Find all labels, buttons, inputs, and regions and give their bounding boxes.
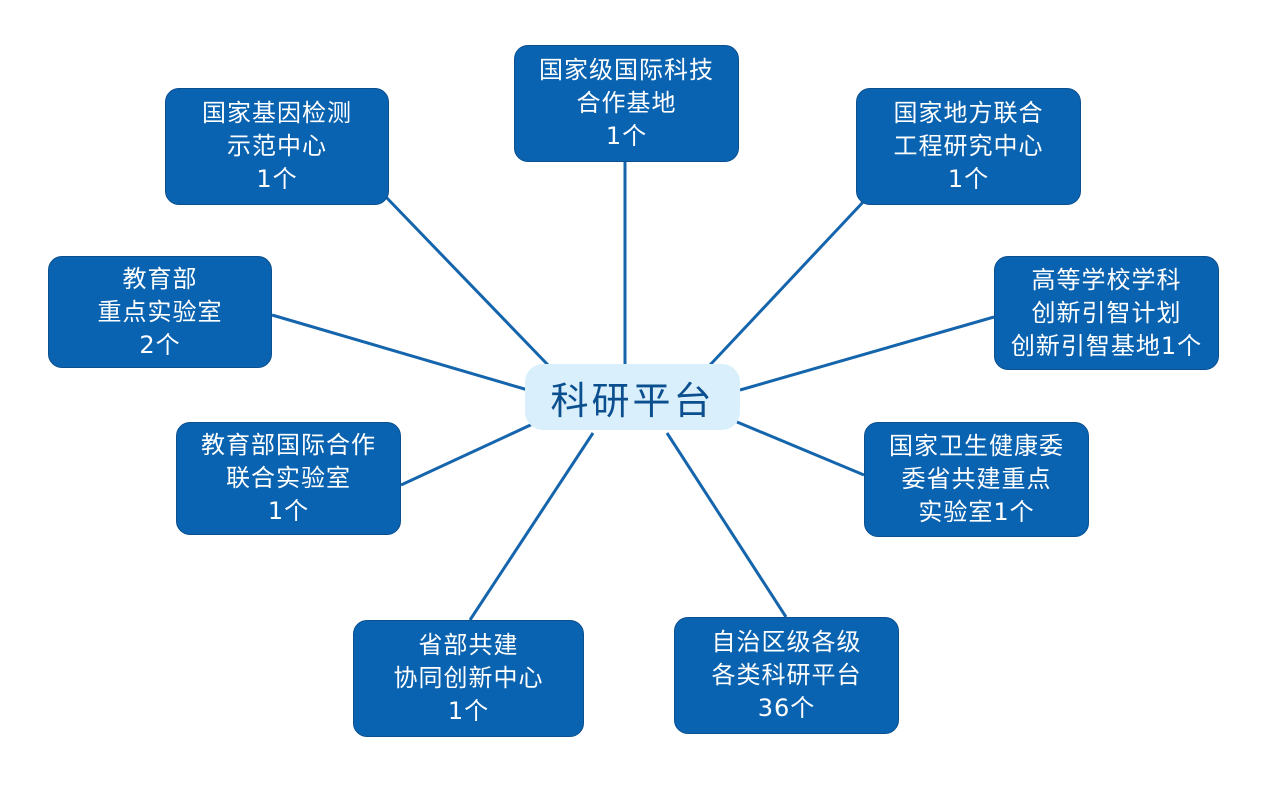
node-line: 省部共建	[418, 631, 519, 659]
center-node-label: 科研平台	[550, 378, 715, 423]
node-line: 重点实验室	[97, 297, 223, 326]
node-gene-testing-center: 国家基因检测 示范中心 1个	[165, 88, 389, 205]
node-line: 国家卫生健康委	[889, 432, 1064, 460]
node-line: 1个	[256, 165, 298, 193]
connector-top-right	[708, 198, 867, 367]
connector-bottom-left	[400, 420, 538, 487]
connector-bottom-center-right	[665, 432, 788, 618]
node-line: 1个	[447, 697, 490, 725]
node-line: 创新引智计划	[1031, 298, 1182, 327]
node-innovation-talent-base: 高等学校学科 创新引智计划 创新引智基地1个	[994, 256, 1219, 370]
node-line: 1个	[267, 497, 310, 525]
node-moe-international-joint-lab: 教育部国际合作 联合实验室 1个	[176, 422, 401, 535]
connector-left	[271, 313, 529, 392]
connector-bottom-center-left	[468, 432, 595, 621]
node-line: 1个	[605, 122, 648, 150]
node-regional-research-platforms: 自治区级各级 各类科研平台 36个	[674, 617, 899, 734]
node-health-commission-key-lab: 国家卫生健康委 委省共建重点 实验室1个	[864, 422, 1089, 537]
node-line: 协同创新中心	[393, 664, 544, 692]
node-collaborative-innovation-center: 省部共建 协同创新中心 1个	[353, 620, 584, 737]
node-line: 各类科研平台	[711, 661, 862, 689]
connector-right	[739, 315, 995, 392]
node-line: 工程研究中心	[893, 132, 1044, 160]
node-line: 国家级国际科技	[539, 56, 714, 84]
node-line: 实验室1个	[918, 498, 1035, 526]
node-line: 高等学校学科	[1031, 265, 1182, 294]
node-line: 委省共建重点	[901, 465, 1052, 493]
node-line: 示范中心	[227, 132, 327, 160]
node-line: 2个	[139, 330, 181, 359]
connector-top-left	[383, 194, 550, 367]
node-line: 教育部国际合作	[201, 431, 376, 459]
node-line: 自治区级各级	[711, 628, 862, 656]
node-line: 教育部	[122, 264, 198, 293]
node-line: 创新引智基地1个	[1010, 331, 1203, 360]
node-line: 联合实验室	[226, 464, 351, 492]
node-line: 1个	[947, 165, 990, 193]
node-moe-key-laboratory: 教育部 重点实验室 2个	[48, 256, 272, 368]
center-node-research-platform: 科研平台	[525, 364, 740, 430]
node-line: 合作基地	[576, 89, 677, 117]
node-international-cooperation-base: 国家级国际科技 合作基地 1个	[514, 45, 739, 162]
connector-bottom-right	[736, 420, 865, 477]
node-line: 36个	[757, 694, 816, 722]
node-engineering-research-center: 国家地方联合 工程研究中心 1个	[856, 88, 1081, 205]
node-line: 国家基因检测	[202, 99, 352, 127]
node-line: 国家地方联合	[893, 99, 1044, 127]
